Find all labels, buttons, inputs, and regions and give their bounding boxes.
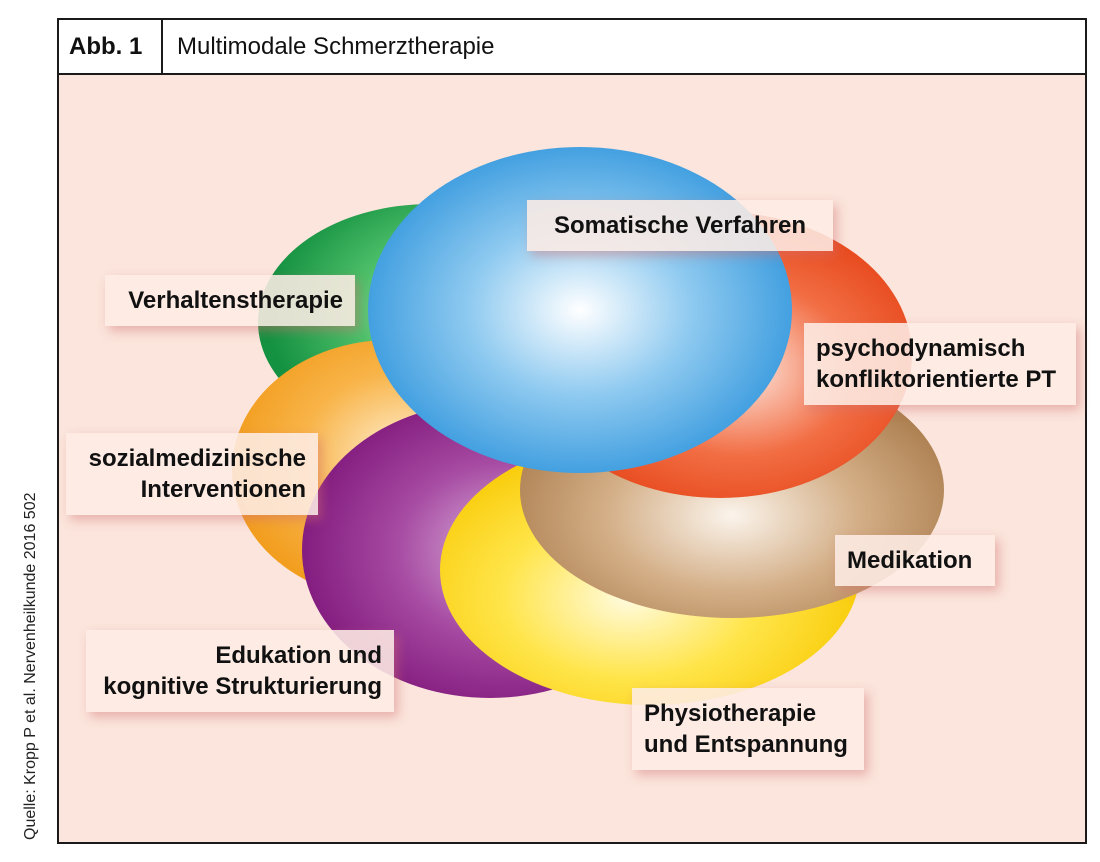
label-sozialmedizinische: sozialmedizinische Interventionen — [66, 433, 318, 515]
figure-title: Multimodale Schmerztherapie — [177, 33, 495, 60]
label-psychodynamisch: psychodynamisch konfliktorientierte PT — [804, 323, 1076, 405]
label-edukation: Edukation und kognitive Strukturierung — [86, 630, 394, 712]
figure-number: Abb. 1 — [59, 20, 163, 73]
label-somatische: Somatische Verfahren — [527, 200, 833, 251]
label-physiotherapie: Physiotherapie und Entspannung — [632, 688, 864, 770]
label-medikation: Medikation — [835, 535, 995, 586]
ellipse-somatische — [368, 147, 792, 473]
label-verhaltenstherapie: Verhaltenstherapie — [105, 275, 355, 326]
figure-header: Abb. 1 Multimodale Schmerztherapie — [59, 20, 1085, 75]
